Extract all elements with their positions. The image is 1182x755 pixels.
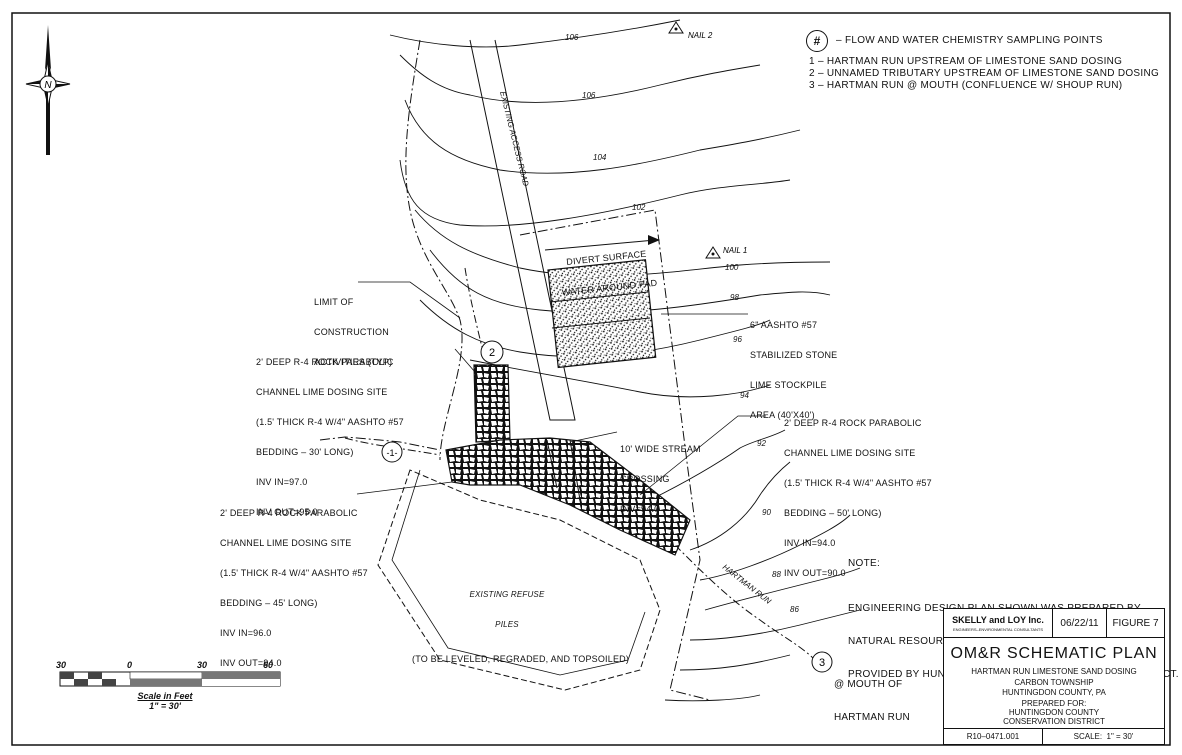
svg-text:-1-: -1- — [387, 448, 398, 458]
legend-item-2: 2 – UNNAMED TRIBUTARY UPSTREAM OF LIMEST… — [809, 68, 1160, 79]
scale-cell: SCALE: 1" = 30' — [1042, 728, 1165, 745]
legend-item-3: 3 – HARTMAN RUN @ MOUTH (CONFLUENCE W/ S… — [809, 80, 1123, 91]
contour-lines — [389, 19, 861, 702]
figure-cell: FIGURE 7 — [1106, 608, 1165, 638]
scale-tick: 30 — [56, 660, 67, 670]
firm-cell: SKELLY and LOY Inc. ENGINEERS–ENVIRONMEN… — [943, 608, 1053, 638]
svg-text:104: 104 — [593, 153, 607, 162]
rock-channels — [445, 364, 691, 556]
legend-title: – FLOW AND WATER CHEMISTRY SAMPLING POIN… — [836, 35, 1103, 46]
svg-text:2: 2 — [489, 347, 495, 359]
road-label: EXISTING ACCESS ROAD — [498, 90, 530, 187]
svg-text:106: 106 — [582, 91, 596, 100]
pad-label: 6" AASHTO #57 STABILIZED STONE LIME STOC… — [750, 320, 838, 420]
firm-subtitle: ENGINEERS–ENVIRONMENTAL CONSULTANTS — [952, 627, 1044, 632]
refuse-pile-boundary — [377, 469, 661, 691]
stockpile-pad — [547, 259, 657, 369]
svg-text:NAIL 2: NAIL 2 — [688, 31, 713, 40]
refuse-pile-label: EXISTING REFUSE PILES (TO BE LEVELED, RE… — [412, 590, 630, 664]
dosing-site-west-label: 2' DEEP R-4 ROCK PARABOLIC CHANNEL LIME … — [220, 508, 368, 668]
drawing-title: OM&R SCHEMATIC PLAN — [950, 645, 1158, 662]
legend-item-1: 1 – HARTMAN RUN UPSTREAM OF LIMESTONE SA… — [809, 56, 1123, 67]
svg-text:100: 100 — [725, 263, 739, 272]
legend-symbol: # — [806, 30, 828, 52]
scale-caption: Scale in Feet 1" = 30' — [137, 691, 193, 711]
hartman-run-label: HARTMAN RUN — [721, 562, 773, 606]
svg-text:98: 98 — [730, 293, 739, 302]
divert-label: DIVERT SURFACE WATER AROUND PAD — [561, 248, 658, 298]
svg-text:88: 88 — [772, 570, 781, 579]
nail-1-icon: NAIL 1 — [705, 246, 747, 259]
svg-text:92: 92 — [757, 439, 766, 448]
nail-2-icon: NAIL 2 — [668, 21, 713, 40]
svg-text:106: 106 — [565, 33, 579, 42]
sampling-point-3: 3 — [811, 651, 833, 673]
rock-channel-tributary — [473, 364, 511, 443]
date-cell: 06/22/11 — [1052, 608, 1107, 638]
mouth-label: @ MOUTH OF HARTMAN RUN — [834, 679, 910, 723]
firm-name: SKELLY and LOY Inc. — [952, 615, 1044, 625]
north-arrow-icon: N — [25, 25, 71, 155]
north-label: N — [44, 80, 52, 91]
sampling-point-2: 2 — [480, 340, 504, 364]
rock-channel-main — [445, 437, 691, 556]
scale-tick: 60 — [263, 660, 274, 670]
dosing-site-east-label: 2' DEEP R-4 ROCK PARABOLIC CHANNEL LIME … — [784, 418, 932, 578]
contour-labels: 106 106 104 102 100 98 96 94 92 90 88 86 — [565, 33, 799, 614]
limit-label: LIMIT OF CONSTRUCTION ACTIVITIES (TYP) — [314, 297, 393, 367]
scale-tick: 0 — [127, 660, 133, 670]
leader-lines — [356, 281, 766, 496]
svg-text:NAIL 1: NAIL 1 — [723, 246, 747, 255]
svg-text:90: 90 — [762, 508, 771, 517]
project-number-cell: R10–0471.001 — [943, 728, 1043, 745]
note-heading: NOTE: — [848, 558, 881, 569]
svg-text:86: 86 — [790, 605, 799, 614]
dosing-site-2-label: 2' DEEP R-4 ROCK PARABOLIC CHANNEL LIME … — [256, 357, 404, 517]
scale-tick: 30 — [197, 660, 208, 670]
refuse-pile-inner — [391, 469, 646, 676]
limit-of-construction — [319, 39, 711, 701]
svg-text:94: 94 — [740, 391, 749, 400]
divert-arrow-icon — [544, 235, 660, 251]
stream-crossing-label: 10' WIDE STREAM CROSSING INV=94.0 — [620, 444, 701, 514]
title-block: SKELLY and LOY Inc. ENGINEERS–ENVIRONMEN… — [943, 608, 1165, 745]
sheet-border — [11, 12, 1171, 746]
access-road — [469, 39, 576, 421]
svg-text:96: 96 — [733, 335, 742, 344]
title-cell: OM&R SCHEMATIC PLAN HARTMAN RUN LIMESTON… — [943, 637, 1165, 729]
svg-text:3: 3 — [819, 657, 825, 669]
scale-bar — [59, 671, 281, 687]
sampling-point-1: -1- — [381, 441, 403, 463]
svg-text:102: 102 — [632, 203, 646, 212]
